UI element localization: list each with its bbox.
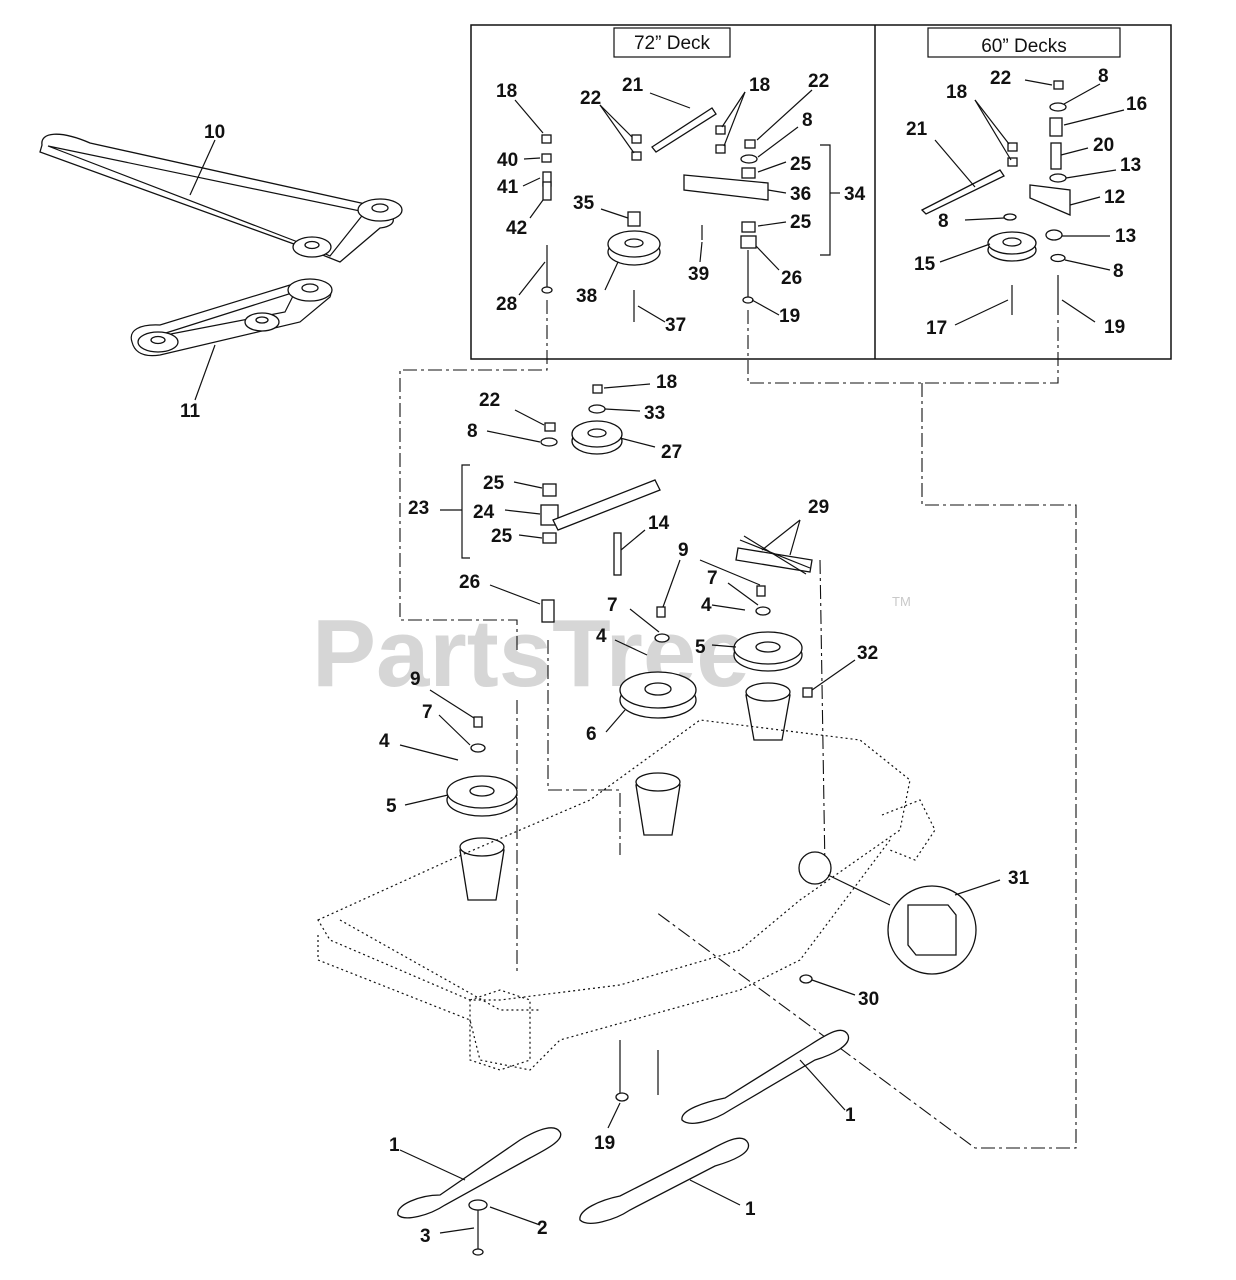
callout-23: 23 — [408, 498, 429, 519]
deck-60-title: 60” Decks — [981, 36, 1067, 57]
callout-8: 8 — [802, 110, 813, 131]
callout-40: 40 — [497, 150, 518, 171]
callout-24: 24 — [473, 502, 495, 523]
callout-32: 32 — [857, 643, 878, 664]
callout-15: 15 — [914, 254, 936, 275]
callout-28: 28 — [496, 294, 517, 315]
callout-6: 6 — [586, 724, 597, 745]
callout-18: 18 — [656, 372, 677, 393]
callout-11: 11 — [180, 401, 201, 422]
callout-35: 35 — [573, 193, 595, 214]
callout-8: 8 — [1113, 261, 1124, 282]
callout-19: 19 — [594, 1133, 615, 1154]
callout-1: 1 — [745, 1199, 756, 1220]
callout-38: 38 — [576, 286, 597, 307]
callout-18: 18 — [749, 75, 770, 96]
callout-20: 20 — [1093, 135, 1114, 156]
deck-72-title-box — [613, 27, 731, 58]
callout-5: 5 — [386, 796, 397, 817]
callout-12: 12 — [1104, 187, 1125, 208]
callout-8: 8 — [938, 211, 949, 232]
callout-39: 39 — [688, 264, 709, 285]
callout-7: 7 — [607, 595, 618, 616]
callout-31: 31 — [1008, 868, 1030, 889]
callout-2: 2 — [537, 1218, 548, 1239]
deck-60-title-box — [927, 27, 1121, 58]
callout-18: 18 — [946, 82, 967, 103]
callout-9: 9 — [410, 669, 421, 690]
callout-1: 1 — [389, 1135, 400, 1156]
callout-labels: 10 11 18 40 41 42 28 22 21 18 22 8 25 36… — [180, 66, 1147, 1247]
callout-22: 22 — [479, 390, 500, 411]
callout-18: 18 — [496, 81, 517, 102]
callout-1: 1 — [845, 1105, 856, 1126]
callout-37: 37 — [665, 315, 686, 336]
callout-41: 41 — [497, 177, 519, 198]
callout-13: 13 — [1120, 155, 1141, 176]
trademark: TM — [892, 594, 911, 609]
callout-34: 34 — [844, 184, 866, 205]
callout-22: 22 — [990, 68, 1011, 89]
callout-33: 33 — [644, 403, 665, 424]
callout-14: 14 — [648, 513, 670, 534]
callout-8: 8 — [1098, 66, 1109, 87]
deck-housing — [317, 719, 977, 1102]
callout-25: 25 — [790, 154, 812, 175]
callout-7: 7 — [707, 568, 718, 589]
leader-lines — [189, 79, 1125, 1234]
callout-30: 30 — [858, 989, 879, 1010]
callout-21: 21 — [906, 119, 928, 140]
callout-25: 25 — [790, 212, 812, 233]
callout-19: 19 — [779, 306, 800, 327]
callout-21: 21 — [622, 75, 644, 96]
callout-3: 3 — [420, 1226, 431, 1247]
callout-7: 7 — [422, 702, 433, 723]
callout-10: 10 — [204, 122, 225, 143]
inset-frame — [470, 24, 1172, 360]
callout-36: 36 — [790, 184, 811, 205]
mid-parts — [540, 384, 813, 623]
callout-9: 9 — [678, 540, 689, 561]
callout-17: 17 — [926, 318, 947, 339]
inset-72-parts — [541, 107, 769, 322]
inset-60-parts — [920, 80, 1071, 315]
callout-25: 25 — [483, 473, 505, 494]
callout-27: 27 — [661, 442, 682, 463]
blades — [397, 1029, 850, 1256]
connector-lines — [399, 300, 1077, 1149]
callout-4: 4 — [596, 626, 607, 647]
deck-72-title: 72” Deck — [634, 33, 711, 54]
callout-5: 5 — [695, 637, 706, 658]
belt-11 — [130, 278, 333, 357]
callout-4: 4 — [701, 595, 712, 616]
belt-10 — [39, 133, 403, 263]
callout-4: 4 — [379, 731, 390, 752]
callout-26: 26 — [459, 572, 480, 593]
deck-pulleys — [446, 585, 813, 901]
callout-16: 16 — [1126, 94, 1147, 115]
callout-22: 22 — [580, 88, 601, 109]
callout-8: 8 — [467, 421, 478, 442]
callout-22: 22 — [808, 71, 829, 92]
callout-19: 19 — [1104, 317, 1125, 338]
callout-13: 13 — [1115, 226, 1136, 247]
callout-26: 26 — [781, 268, 802, 289]
callout-42: 42 — [506, 218, 527, 239]
callout-25: 25 — [491, 526, 513, 547]
callout-29: 29 — [808, 497, 829, 518]
